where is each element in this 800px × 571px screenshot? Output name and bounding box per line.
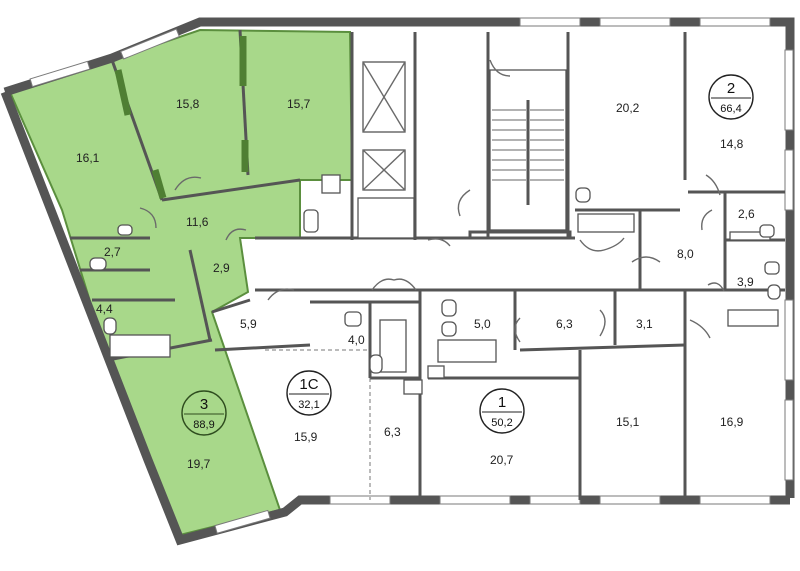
room-area-label: 15,9 (294, 430, 318, 444)
apartment-area: 88,9 (193, 419, 214, 431)
room-area-label: 5,9 (240, 317, 257, 331)
windows (29, 17, 794, 534)
interior-walls (70, 29, 785, 500)
room-area-label: 19,7 (187, 457, 211, 471)
room-area-label: 4,0 (348, 333, 365, 347)
bathroom-fixtures (89, 174, 781, 395)
room-area-label: 20,7 (490, 453, 514, 467)
apartment-3-partitions (114, 36, 249, 199)
apartment-number: 2 (727, 80, 735, 97)
doors (139, 59, 725, 343)
room-area-label: 2,6 (738, 207, 755, 221)
room-area-label: 2,9 (213, 261, 230, 275)
room-area-label: 14,8 (720, 137, 744, 151)
apartment-number: 1 (498, 394, 506, 411)
room-labels: 16,1 15,8 15,7 11,6 2,7 2,9 4,4 19,7 5,9… (76, 97, 755, 471)
apartment-badge-2[interactable]: 2 66,4 (708, 74, 754, 120)
zone-dividers (265, 349, 371, 500)
room-area-label: 16,1 (76, 151, 100, 165)
apartment-number: 3 (200, 396, 208, 413)
core-elevators (357, 61, 415, 239)
core-stairs (468, 69, 572, 240)
apartment-badge-3[interactable]: 3 88,9 (181, 390, 227, 436)
apartment-badge-1c[interactable]: 1С 32,1 (286, 370, 332, 416)
room-area-label: 3,1 (636, 317, 653, 331)
room-area-label: 11,6 (186, 215, 209, 229)
room-area-label: 5,0 (474, 317, 491, 331)
room-area-label: 6,3 (384, 425, 401, 439)
room-area-label: 15,7 (287, 97, 311, 111)
apartment-area: 66,4 (720, 103, 741, 115)
room-area-label: 16,9 (720, 415, 744, 429)
room-area-label: 20,2 (616, 101, 640, 115)
room-area-label: 15,1 (616, 415, 640, 429)
room-area-label: 3,9 (737, 275, 754, 289)
room-area-label: 2,7 (104, 245, 121, 259)
apartment-area: 50,2 (491, 417, 512, 429)
room-area-label: 6,3 (556, 317, 573, 331)
room-area-label: 4,4 (96, 302, 113, 316)
apartment-number: 1С (299, 376, 318, 393)
apartment-area: 32,1 (298, 399, 319, 411)
apartment-badge-1[interactable]: 1 50,2 (479, 388, 525, 434)
room-area-label: 8,0 (677, 247, 694, 261)
room-area-label: 15,8 (176, 97, 200, 111)
